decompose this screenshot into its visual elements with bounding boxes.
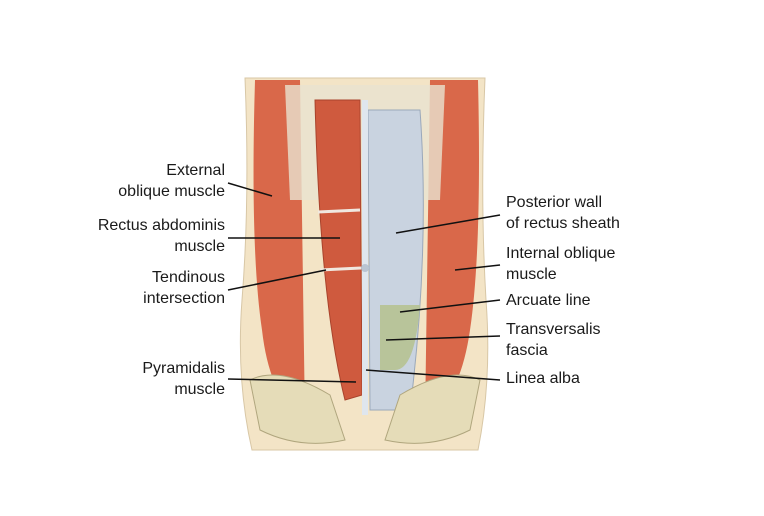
label-internal-oblique: Internal oblique muscle xyxy=(506,243,615,285)
label-line: Linea alba xyxy=(506,370,580,387)
label-line: of rectus sheath xyxy=(506,215,620,232)
label-line: Tendinous xyxy=(152,269,225,286)
label-line: External xyxy=(166,162,225,179)
label-line: intersection xyxy=(143,290,225,307)
umbilicus xyxy=(361,264,369,272)
label-external-oblique: External oblique muscle xyxy=(118,160,225,202)
label-rectus-abdominis: Rectus abdominis muscle xyxy=(98,215,225,257)
transversalis-fascia-area xyxy=(380,305,420,370)
label-line: muscle xyxy=(174,238,225,255)
label-line: fascia xyxy=(506,342,548,359)
tendinous-intersection-mark xyxy=(319,266,362,272)
label-linea-alba: Linea alba xyxy=(506,368,580,389)
label-line: Internal oblique xyxy=(506,245,616,262)
label-line: oblique muscle xyxy=(118,183,225,200)
label-tendinous-intersection: Tendinous intersection xyxy=(143,267,225,309)
label-line: muscle xyxy=(174,381,225,398)
tendinous-intersection-mark xyxy=(317,208,361,214)
label-line: Pyramidalis xyxy=(142,360,225,377)
label-pyramidalis: Pyramidalis muscle xyxy=(142,358,225,400)
leader-lines xyxy=(227,182,501,383)
label-line: Posterior wall xyxy=(506,194,603,211)
pelvis-left xyxy=(249,374,346,444)
label-line: Transversalis xyxy=(506,321,601,338)
rectus-abdominis-left xyxy=(314,99,363,401)
label-arcuate-line: Arcuate line xyxy=(506,290,591,311)
label-line: muscle xyxy=(506,266,557,283)
label-posterior-wall: Posterior wall of rectus sheath xyxy=(506,192,620,234)
label-line: Arcuate line xyxy=(506,292,591,309)
pelvis-right xyxy=(384,374,481,444)
label-transversalis-fascia: Transversalis fascia xyxy=(506,319,601,361)
label-line: Rectus abdominis xyxy=(97,217,225,234)
